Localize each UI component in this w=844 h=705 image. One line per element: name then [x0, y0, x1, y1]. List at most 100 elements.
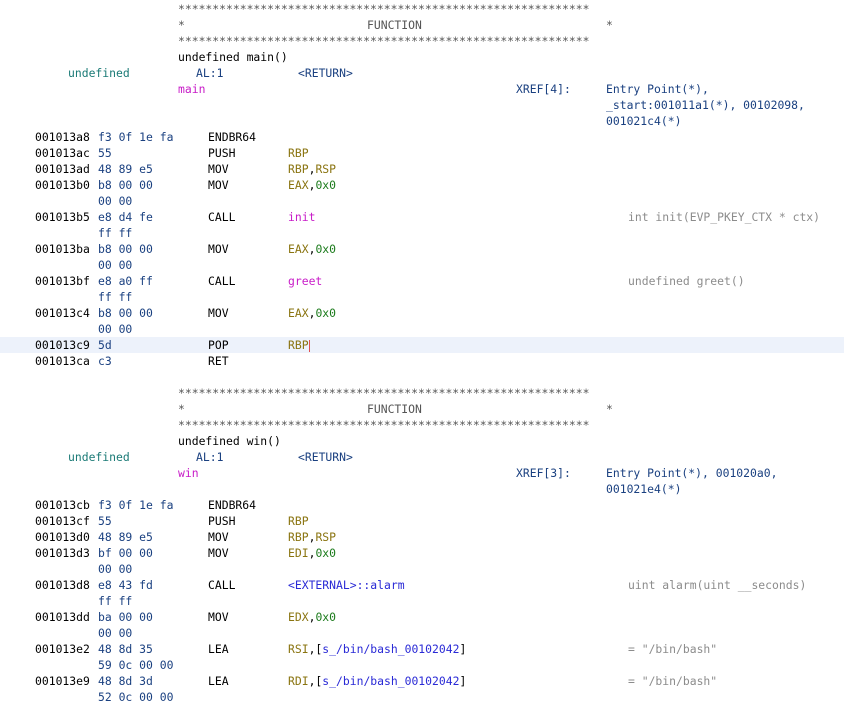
instruction-bytes: ff ff	[98, 290, 133, 304]
operand-token: s_/bin/bash_00102042	[322, 674, 460, 688]
instruction-operands[interactable]: RDI,[s_/bin/bash_00102042]	[288, 673, 466, 689]
instruction-address: 001013d3	[35, 546, 90, 560]
function-header-border[interactable]: ****************************************…	[0, 417, 844, 433]
operand-token: ,	[308, 610, 316, 624]
function-signature[interactable]: undefined win()	[0, 433, 844, 449]
instruction-operands[interactable]: RBP	[288, 145, 309, 161]
instruction-operands[interactable]: EDI,0x0	[288, 545, 336, 561]
function-signature[interactable]: undefined main()	[0, 49, 844, 65]
instruction-operands[interactable]: RBP	[288, 337, 310, 353]
instruction-operands[interactable]: EAX,0x0	[288, 241, 336, 257]
instruction-address: 001013b0	[35, 178, 90, 192]
function-header-border[interactable]: ****************************************…	[0, 33, 844, 49]
instruction-operands[interactable]: RBP	[288, 513, 309, 529]
instruction-address: 001013ad	[35, 162, 90, 176]
instruction-operands[interactable]: EAX,0x0	[288, 177, 336, 193]
instruction-bytes: b8 00 00	[98, 306, 153, 320]
instruction-mnemonic: MOV	[208, 162, 229, 176]
xref-entry[interactable]: Entry Point(*),	[606, 82, 709, 96]
instruction-bytes-continuation[interactable]: 00 00	[0, 561, 844, 577]
xref-continuation[interactable]: 001021e4(*)	[0, 481, 844, 497]
function-label[interactable]: win	[178, 466, 199, 480]
instruction-operands[interactable]: <EXTERNAL>::alarm	[288, 577, 405, 593]
function-signature-text: undefined win()	[178, 434, 281, 448]
instruction-mnemonic: PUSH	[208, 514, 236, 528]
instruction-address: 001013ca	[35, 354, 90, 368]
instruction-mnemonic: POP	[208, 338, 229, 352]
instruction-bytes-continuation[interactable]: ff ff	[0, 289, 844, 305]
instruction-address: 001013dd	[35, 610, 90, 624]
return-storage: AL:1	[196, 450, 224, 464]
instruction-bytes-continuation[interactable]: 52 0c 00 00	[0, 689, 844, 705]
operand-token: ,	[308, 242, 316, 256]
function-header-border[interactable]: ****************************************…	[0, 385, 844, 401]
instruction-address: 001013d0	[35, 530, 90, 544]
instruction-bytes-continuation[interactable]: 00 00	[0, 321, 844, 337]
instruction-mnemonic: CALL	[208, 210, 236, 224]
function-label[interactable]: main	[178, 82, 206, 96]
operand-token: s_/bin/bash_00102042	[322, 642, 460, 656]
instruction-row[interactable]: 001013c9 5d POP RBP	[0, 337, 844, 353]
xref-entry[interactable]: _start:001011a1(*), 00102098,	[606, 98, 805, 112]
instruction-bytes-continuation[interactable]: 59 0c 00 00	[0, 657, 844, 673]
header-border: ****************************************…	[178, 34, 590, 48]
operand-token: init	[288, 210, 316, 224]
instruction-operands[interactable]: RSI,[s_/bin/bash_00102042]	[288, 641, 466, 657]
return-type: undefined	[68, 66, 130, 80]
instruction-address: 001013ba	[35, 242, 90, 256]
instruction-bytes: 55	[98, 146, 112, 160]
xref-entry[interactable]: Entry Point(*), 001020a0,	[606, 466, 778, 480]
operand-token: greet	[288, 274, 323, 288]
instruction-operands[interactable]: EAX,0x0	[288, 305, 336, 321]
function-header[interactable]: *FUNCTION*	[0, 401, 844, 417]
instruction-mnemonic: MOV	[208, 546, 229, 560]
header-border: ****************************************…	[178, 418, 590, 432]
instruction-bytes: 52 0c 00 00	[98, 690, 174, 704]
function-label-row[interactable]: win XREF[3]: Entry Point(*), 001020a0,	[0, 465, 844, 481]
xref-label: XREF[3]:	[516, 466, 571, 480]
function-header-border[interactable]: ****************************************…	[0, 1, 844, 17]
function-header[interactable]: *FUNCTION*	[0, 17, 844, 33]
xref-entry[interactable]: 001021c4(*)	[606, 114, 682, 128]
instruction-bytes-continuation[interactable]: 00 00	[0, 193, 844, 209]
instruction-bytes: 5d	[98, 338, 112, 352]
instruction-operands[interactable]: init	[288, 209, 315, 225]
instruction-bytes: c3	[98, 354, 112, 368]
instruction-bytes: e8 a0 ff	[98, 274, 153, 288]
instruction-bytes-continuation[interactable]: ff ff	[0, 225, 844, 241]
instruction-bytes-continuation[interactable]: 00 00	[0, 257, 844, 273]
xref-continuation[interactable]: _start:001011a1(*), 00102098,	[0, 97, 844, 113]
instruction-operands[interactable]: RBP,RSP	[288, 529, 336, 545]
instruction-bytes-continuation[interactable]: ff ff	[0, 593, 844, 609]
xref-continuation[interactable]: 001021c4(*)	[0, 113, 844, 129]
xref-entry[interactable]: 001021e4(*)	[606, 482, 682, 496]
instruction-operands[interactable]: EDX,0x0	[288, 609, 336, 625]
operand-token: EDX	[288, 610, 309, 624]
instruction-address: 001013cb	[35, 498, 90, 512]
instruction-address: 001013c9	[35, 338, 90, 352]
instruction-operands[interactable]: greet	[288, 273, 322, 289]
instruction-operands[interactable]: RBP,RSP	[288, 161, 336, 177]
instruction-mnemonic: MOV	[208, 242, 229, 256]
instruction-bytes-continuation[interactable]: 00 00	[0, 625, 844, 641]
